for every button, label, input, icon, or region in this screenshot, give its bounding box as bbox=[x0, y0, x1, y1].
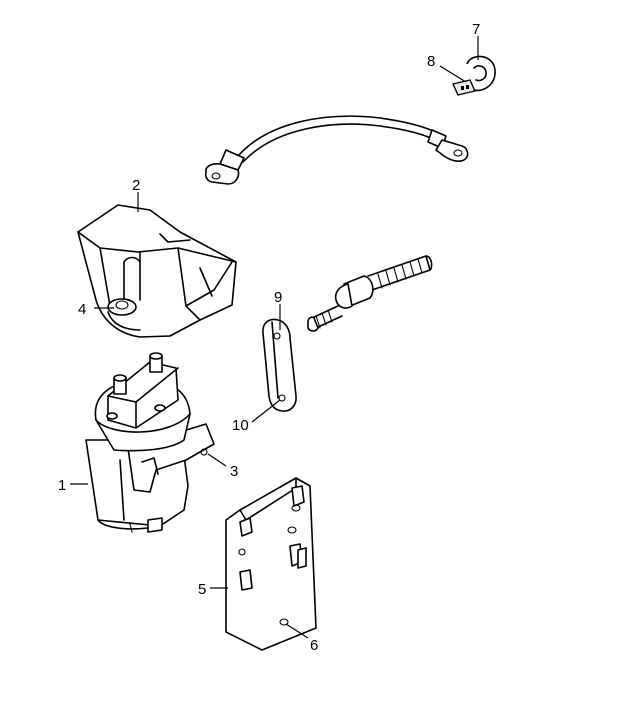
callout-5: 5 bbox=[198, 581, 206, 598]
callout-6: 6 bbox=[310, 637, 318, 654]
solenoid-part bbox=[85, 352, 215, 533]
callout-8: 8 bbox=[427, 53, 435, 70]
leader-lines bbox=[70, 36, 479, 639]
stud-bolt-part bbox=[307, 255, 433, 332]
callout-7: 7 bbox=[472, 21, 480, 38]
cable-clip-part bbox=[452, 55, 496, 96]
callout-2: 2 bbox=[132, 177, 140, 194]
callout-10: 10 bbox=[232, 417, 249, 434]
link-strap-part bbox=[262, 318, 297, 412]
callout-3: 3 bbox=[230, 463, 238, 480]
terminal-cover-part bbox=[77, 204, 237, 338]
callout-4: 4 bbox=[78, 301, 86, 318]
callout-9: 9 bbox=[274, 289, 282, 306]
battery-cable-part bbox=[204, 115, 469, 185]
callout-1: 1 bbox=[58, 477, 66, 494]
mounting-plate-part bbox=[225, 477, 317, 651]
callout-labels: 7 8 2 4 9 10 3 1 5 6 bbox=[58, 21, 480, 654]
